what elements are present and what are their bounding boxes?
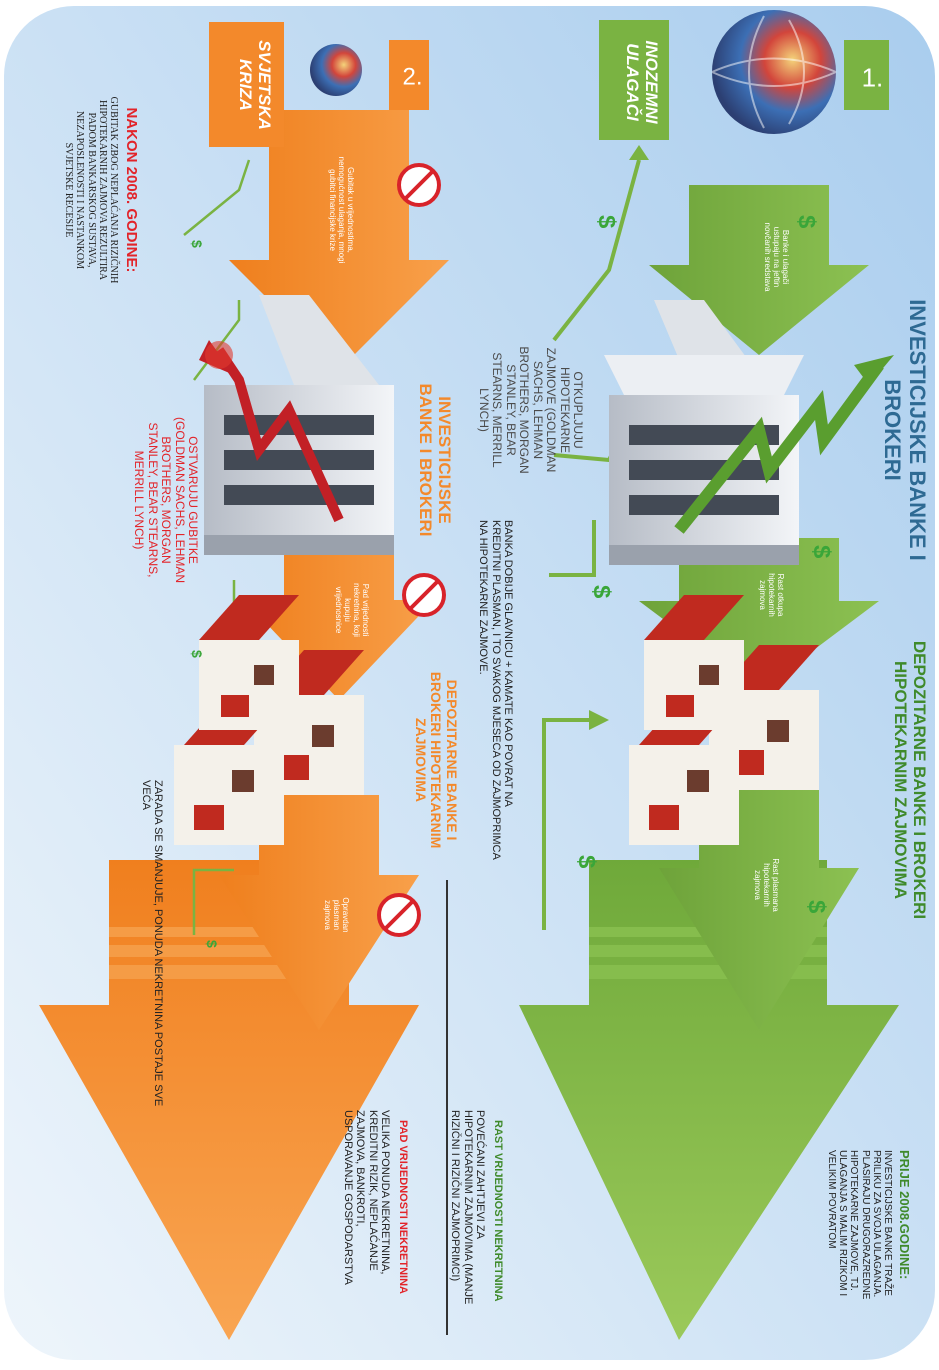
dollar-icon: $ [808,545,835,559]
earnings-text: ZARADA SE SMANJUJE, PONUDA NEKRETNINA PO… [139,780,164,1107]
trend-up-icon [674,361,884,534]
dollar-icon: $ [204,940,220,948]
falling-values-body: VELIKA PONUDA NEKRETNINA, KREDITNI RIZIK… [342,1110,391,1285]
house-icon-group-2 [174,595,364,845]
world-crisis-label: SVJETSKA KRIZA [235,40,274,130]
orange-flow-arrow-1 [219,795,419,1030]
after-2008-body: GUBITAK ZBOG NEPLAĆANJA RIZIČNIH HIPOTEK… [63,96,119,284]
stage-2-number-box [389,40,429,110]
dollar-icon: $ [593,215,620,229]
depository-banks-title-2: DEPOZITARNE BANKE I BROKERI HIPOTEKARNIM… [412,671,460,849]
losses-text: OSTVARUJU GUBITKE (GOLDMAN SACHS, LEHMAN… [132,416,200,584]
arrow-mid-label-1: Rast otkupa hipotekarnih zajmova [758,573,785,617]
depository-banks-title-1: DEPOZITARNE BANKE I BROKERI HIPOTEKARNIM… [890,640,929,920]
house-icon-group-1 [629,595,819,845]
stage-1-number-box [844,40,889,110]
green-flow-arrow-3 [649,185,869,355]
rising-values-heading: RAST VRIJEDNOSTI NEKRETNINA [492,1120,504,1302]
foreign-investors-label: INOZEMNI ULAGAČI [622,40,661,124]
dollar-icon: $ [189,650,205,658]
crash-burst [205,341,233,369]
dollar-icon: $ [588,585,615,599]
arrow-left-label-1: Rast plasmana hipotekarnih zajmova [753,858,780,912]
no-dollar-icon-2 [402,573,446,617]
arrow-mid-label-2: Pad vrijednosti nekretnina, koji kupuju … [334,583,370,637]
arrow-right-label-2: Gubitak u vrijednostima, nemogućnost ula… [328,156,355,264]
falling-values-heading: PAD VRIJEDNOSTI NEKRETNINA [397,1120,409,1294]
dollar-icon: $ [189,240,205,248]
trend-crash-icon [214,347,344,523]
foreign-investors-box [599,20,669,140]
before-2008-heading: PRIJE 2008.GODINE: [897,1150,912,1280]
investment-banks-title-1: INVESTICIJSKE BANKE I BROKERI [880,299,930,561]
globe-icon-small [310,44,362,96]
green-flow-arrow-2 [639,538,879,692]
after-2008-heading: NAKON 2008. GODINE: [123,107,140,273]
buyers-text: OTKUPLJUJU HIPOTEKARNE ZAJMOVE (GOLDMAN … [476,346,585,474]
investment-banks-title-2: INVESTICIJSKE BANKE I BROKERI [415,383,454,537]
stage-2-number: 2. [402,63,423,91]
world-crisis-box [209,22,284,147]
dollar-icon: $ [803,900,830,914]
before-2008-body: INVESTICIJSKE BANKE TRAŽE PRILIKU ZA SVO… [826,1150,893,1300]
dollar-icon: $ [573,855,600,869]
globe-icon [711,10,837,134]
arrow-left-label-2: Opravdan plasman zajmova [323,897,350,933]
no-dollar-icon-3 [397,163,441,207]
bank-receives-text: BANKA DOBIJE GLAVNICU + KAMATE KAO POVRA… [477,520,514,860]
no-dollar-icon [377,893,421,937]
stage-1-number: 1. [861,62,884,93]
rising-values-body: POVEĆANI ZAHTJEVI ZA HIPOTEKARNIM ZAJMOV… [449,1110,486,1305]
dollar-icon: $ [793,215,820,229]
green-flow-arrow-1 [659,790,859,1030]
orange-flow-arrow-2 [244,545,434,700]
arrow-right-label-1: Banke i ulagači ustupaju na jeftin novča… [763,222,790,292]
